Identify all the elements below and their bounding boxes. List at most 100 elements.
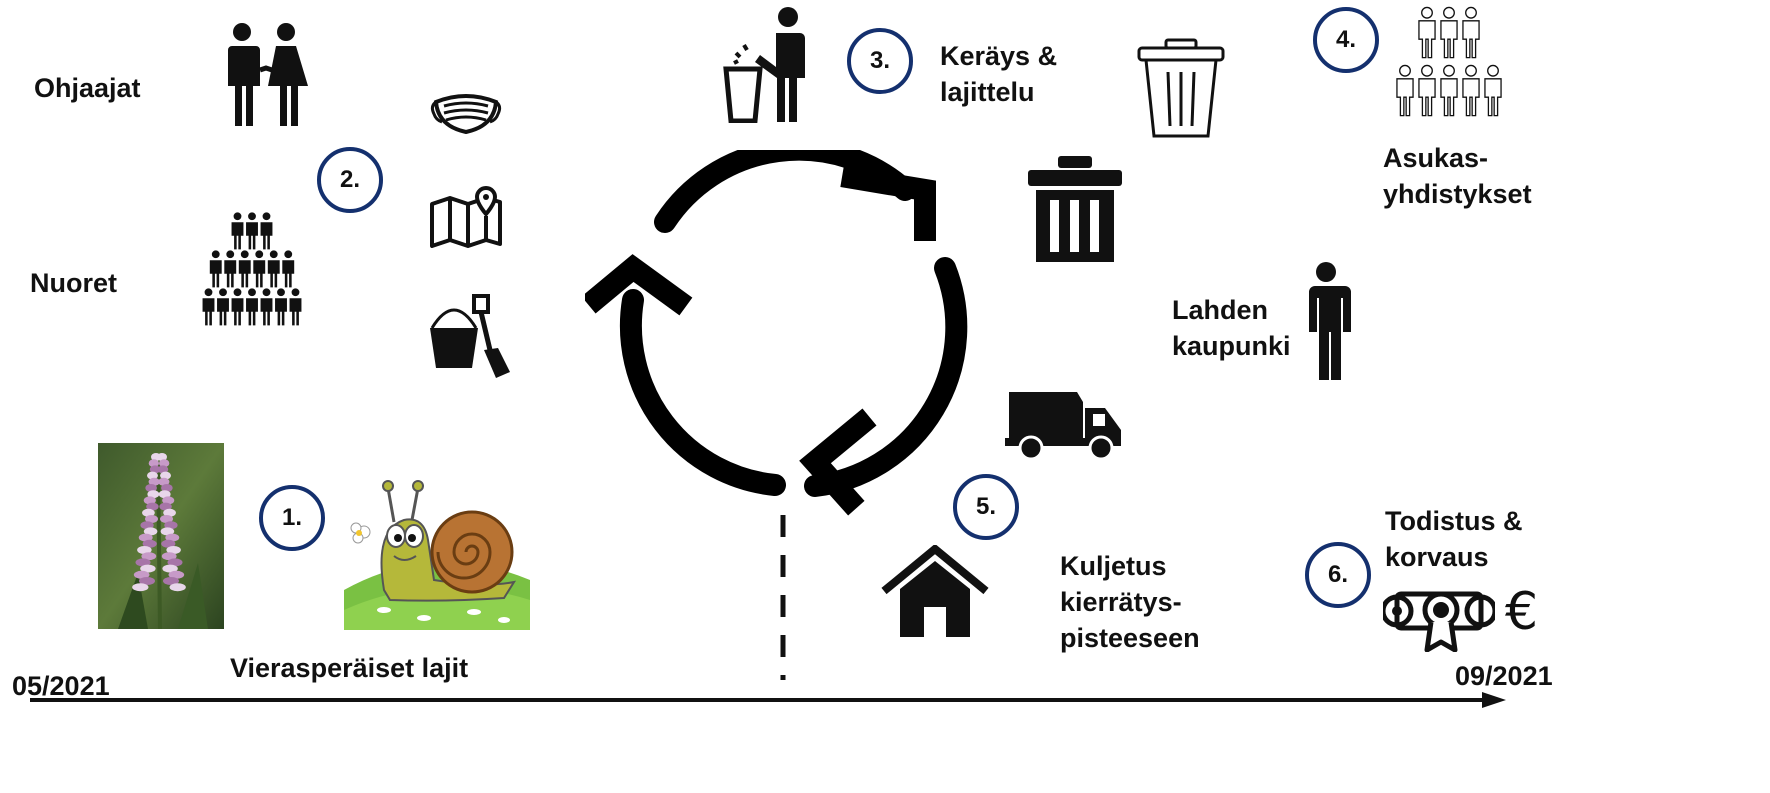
- step-4-badge: 4.: [1313, 7, 1379, 73]
- lupine-blossom: [159, 459, 170, 468]
- map-icon: [428, 186, 504, 248]
- label-kerays-line2: lajittelu: [940, 77, 1035, 107]
- label-ohjaajat: Ohjaajat: [34, 73, 141, 103]
- lupine-blossom: [145, 515, 158, 523]
- euro-symbol: €: [1505, 582, 1539, 642]
- label-lahden-kaupunki: Lahden kaupunki: [1172, 292, 1291, 364]
- step-2-badge: 2.: [317, 147, 383, 213]
- lupine-blossom: [142, 508, 155, 517]
- crowd-person: [224, 250, 237, 288]
- label-kerays-line1: Keräys &: [940, 41, 1058, 71]
- step-1-badge: 1.: [259, 485, 325, 551]
- lupine-blossom: [145, 484, 157, 492]
- lupine-blossom: [157, 453, 167, 461]
- lupine-blossom: [169, 583, 186, 592]
- lupine-blossom: [157, 465, 169, 474]
- lupine-blossom: [139, 577, 155, 585]
- trash-can-outline-icon: [1136, 38, 1226, 140]
- person-trash-icon: [722, 5, 818, 123]
- label-asukas-line2: yhdistykset: [1383, 179, 1532, 209]
- lupine-photo: [98, 443, 224, 629]
- crowd-person: [267, 250, 280, 288]
- lupine-blossom: [149, 465, 161, 474]
- crowd-person: [282, 250, 295, 288]
- lupine-blossom: [138, 533, 153, 542]
- lupine-blossom: [159, 502, 172, 511]
- lupine-blossom: [158, 477, 170, 486]
- crowd-person: [1440, 6, 1458, 59]
- lupine-blossom: [162, 496, 175, 505]
- lupine-blossom: [163, 577, 179, 585]
- crowd-person: [1484, 64, 1502, 117]
- lupine-blossom: [143, 527, 158, 536]
- truck-icon: [1005, 388, 1125, 460]
- face-mask-icon: [430, 92, 502, 134]
- label-vieraslajit: Vierasperäiset lajit: [230, 653, 469, 683]
- crowd-person: [253, 250, 266, 288]
- lupine-blossom: [147, 471, 158, 480]
- lupine-blossom: [161, 484, 173, 492]
- timeline-divider: [778, 515, 788, 680]
- diploma-icon: [1383, 586, 1495, 652]
- label-todistus: Todistus & korvaus: [1385, 503, 1523, 575]
- crowd-person: [289, 288, 302, 326]
- label-kuljetus-line2: kierrätys-: [1060, 587, 1182, 617]
- crowd-person: [1462, 6, 1480, 59]
- label-kuljetus: Kuljetus kierrätys- pisteeseen: [1060, 548, 1200, 656]
- crowd-person: [246, 288, 258, 326]
- lupine-blossom: [140, 521, 154, 530]
- person-icon: [1297, 262, 1355, 380]
- crowd-person: [275, 288, 287, 326]
- lupine-blossom: [160, 515, 173, 523]
- lupine-blossom: [168, 570, 185, 579]
- label-kuljetus-line1: Kuljetus: [1060, 551, 1167, 581]
- crowd-person: [231, 288, 244, 326]
- couple-icon: [220, 20, 312, 128]
- snail-illustration: [344, 470, 530, 630]
- crowd-person: [209, 250, 222, 288]
- cycle-arrows-icon: [585, 150, 975, 520]
- lupine-blossom: [160, 527, 175, 536]
- crowd-person: [231, 212, 244, 250]
- crowd-person: [217, 288, 229, 326]
- lupine-blossom: [141, 552, 157, 561]
- bucket-shovel-icon: [424, 288, 514, 380]
- label-todistus-line1: Todistus &: [1385, 506, 1523, 536]
- lupine-blossom: [148, 459, 159, 468]
- crowd-person: [1396, 64, 1414, 117]
- label-asukas-line1: Asukas-: [1383, 143, 1489, 173]
- crowd-person: [1440, 64, 1458, 117]
- crowd-person: [238, 250, 251, 288]
- lupine-blossom: [147, 490, 160, 499]
- timeline-end: 09/2021: [1455, 661, 1553, 691]
- crowd-person: [202, 288, 215, 326]
- lupine-blossom: [164, 521, 178, 530]
- timeline-start: 05/2021: [12, 671, 110, 701]
- lupine-blossom: [167, 558, 183, 567]
- crowd-person: [1418, 64, 1436, 117]
- lupine-blossom: [166, 546, 181, 554]
- crowd-person: [260, 288, 273, 326]
- lupine-blossom: [161, 552, 177, 561]
- lupine-blossom: [165, 533, 180, 542]
- step-3-badge: 3.: [847, 28, 913, 94]
- trash-can-icon: [1028, 156, 1122, 262]
- label-asukasyhdistykset: Asukas- yhdistykset: [1383, 140, 1532, 212]
- label-lahden-line1: Lahden: [1172, 295, 1269, 325]
- label-kuljetus-line3: pisteeseen: [1060, 623, 1200, 653]
- lupine-blossom: [160, 471, 171, 480]
- house-icon: [880, 545, 990, 639]
- lupine-blossom: [137, 546, 152, 554]
- lupine-blossom: [132, 583, 149, 592]
- lupine-blossom: [163, 508, 176, 517]
- crowd-outline-icon: [1390, 5, 1508, 123]
- label-nuoret: Nuoret: [30, 268, 117, 298]
- label-kerays: Keräys & lajittelu: [940, 38, 1057, 110]
- lupine-blossom: [158, 490, 171, 499]
- lupine-blossom: [148, 477, 160, 486]
- lupine-blossom: [135, 558, 151, 567]
- crowd-person: [260, 212, 273, 250]
- crowd-person: [1418, 6, 1436, 59]
- label-todistus-line2: korvaus: [1385, 542, 1489, 572]
- step-6-badge: 6.: [1305, 542, 1371, 608]
